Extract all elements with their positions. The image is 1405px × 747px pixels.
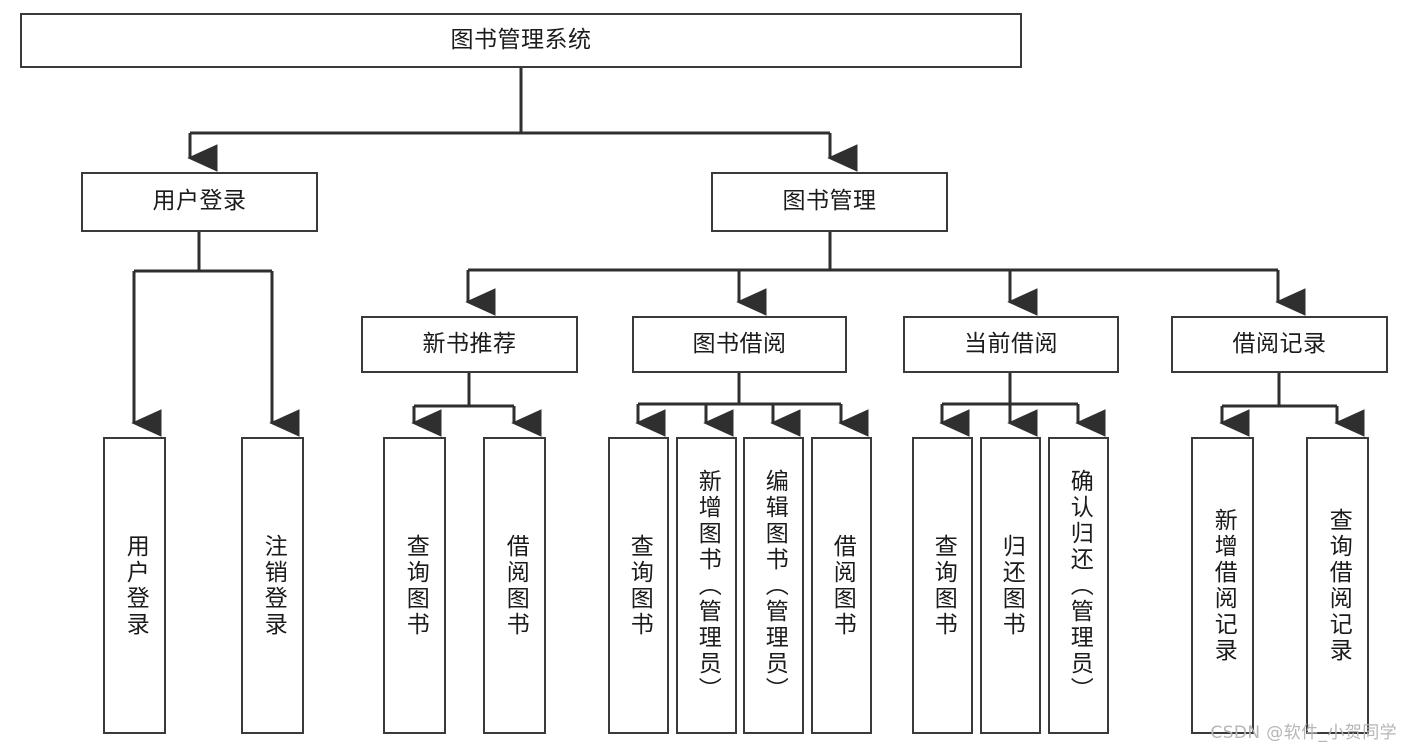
- node-leaf-logout-login-label: 注销登录: [260, 533, 287, 638]
- node-root[interactable]: 图书管理系统: [20, 13, 1022, 68]
- node-leaf-query-book-2-label: 查询图书: [626, 533, 653, 638]
- node-borrow-record[interactable]: 借阅记录: [1171, 316, 1388, 373]
- node-leaf-add-record-label: 新增借阅记录: [1210, 507, 1237, 664]
- node-book-management-label: 图书管理: [782, 188, 877, 215]
- node-book-borrow[interactable]: 图书借阅: [632, 316, 847, 373]
- node-leaf-add-book-label: 新增图书（管理员）: [694, 468, 721, 703]
- node-leaf-add-record[interactable]: 新增借阅记录: [1191, 437, 1254, 734]
- node-leaf-borrow-book-2[interactable]: 借阅图书: [811, 437, 872, 734]
- node-leaf-edit-book-label: 编辑图书（管理员）: [761, 468, 788, 703]
- node-leaf-query-book-2[interactable]: 查询图书: [608, 437, 669, 734]
- node-current-borrow-label: 当前借阅: [964, 330, 1058, 357]
- node-leaf-add-book[interactable]: 新增图书（管理员）: [676, 437, 737, 734]
- watermark: CSDN @软件_小贺同学: [1210, 723, 1397, 743]
- node-leaf-query-book-1-label: 查询图书: [402, 533, 429, 638]
- node-new-book-recommend-label: 新书推荐: [422, 330, 517, 357]
- node-leaf-borrow-book-1-label: 借阅图书: [502, 533, 529, 638]
- node-book-management[interactable]: 图书管理: [711, 172, 948, 232]
- node-current-borrow[interactable]: 当前借阅: [903, 316, 1119, 373]
- node-leaf-return-book[interactable]: 归还图书: [980, 437, 1041, 734]
- node-borrow-record-label: 借阅记录: [1232, 330, 1327, 357]
- node-book-borrow-label: 图书借阅: [692, 330, 787, 357]
- node-leaf-confirm-return-label: 确认归还（管理员）: [1066, 468, 1093, 703]
- node-leaf-query-book-3-label: 查询图书: [930, 533, 957, 638]
- node-leaf-query-book-1[interactable]: 查询图书: [383, 437, 446, 734]
- node-leaf-query-record[interactable]: 查询借阅记录: [1306, 437, 1369, 734]
- node-leaf-query-book-3[interactable]: 查询图书: [912, 437, 973, 734]
- node-leaf-query-record-label: 查询借阅记录: [1325, 507, 1352, 664]
- node-leaf-confirm-return[interactable]: 确认归还（管理员）: [1048, 437, 1109, 734]
- node-leaf-borrow-book-2-label: 借阅图书: [829, 533, 856, 638]
- node-leaf-logout-login[interactable]: 注销登录: [241, 437, 304, 734]
- node-leaf-user-login-label: 用户登录: [122, 533, 149, 638]
- node-user-login[interactable]: 用户登录: [81, 172, 318, 232]
- node-new-book-recommend[interactable]: 新书推荐: [361, 316, 578, 373]
- node-user-login-label: 用户登录: [152, 188, 247, 215]
- node-leaf-borrow-book-1[interactable]: 借阅图书: [483, 437, 546, 734]
- node-root-label: 图书管理系统: [450, 26, 592, 53]
- node-leaf-edit-book[interactable]: 编辑图书（管理员）: [743, 437, 804, 734]
- node-leaf-user-login[interactable]: 用户登录: [103, 437, 166, 734]
- node-leaf-return-book-label: 归还图书: [998, 533, 1025, 638]
